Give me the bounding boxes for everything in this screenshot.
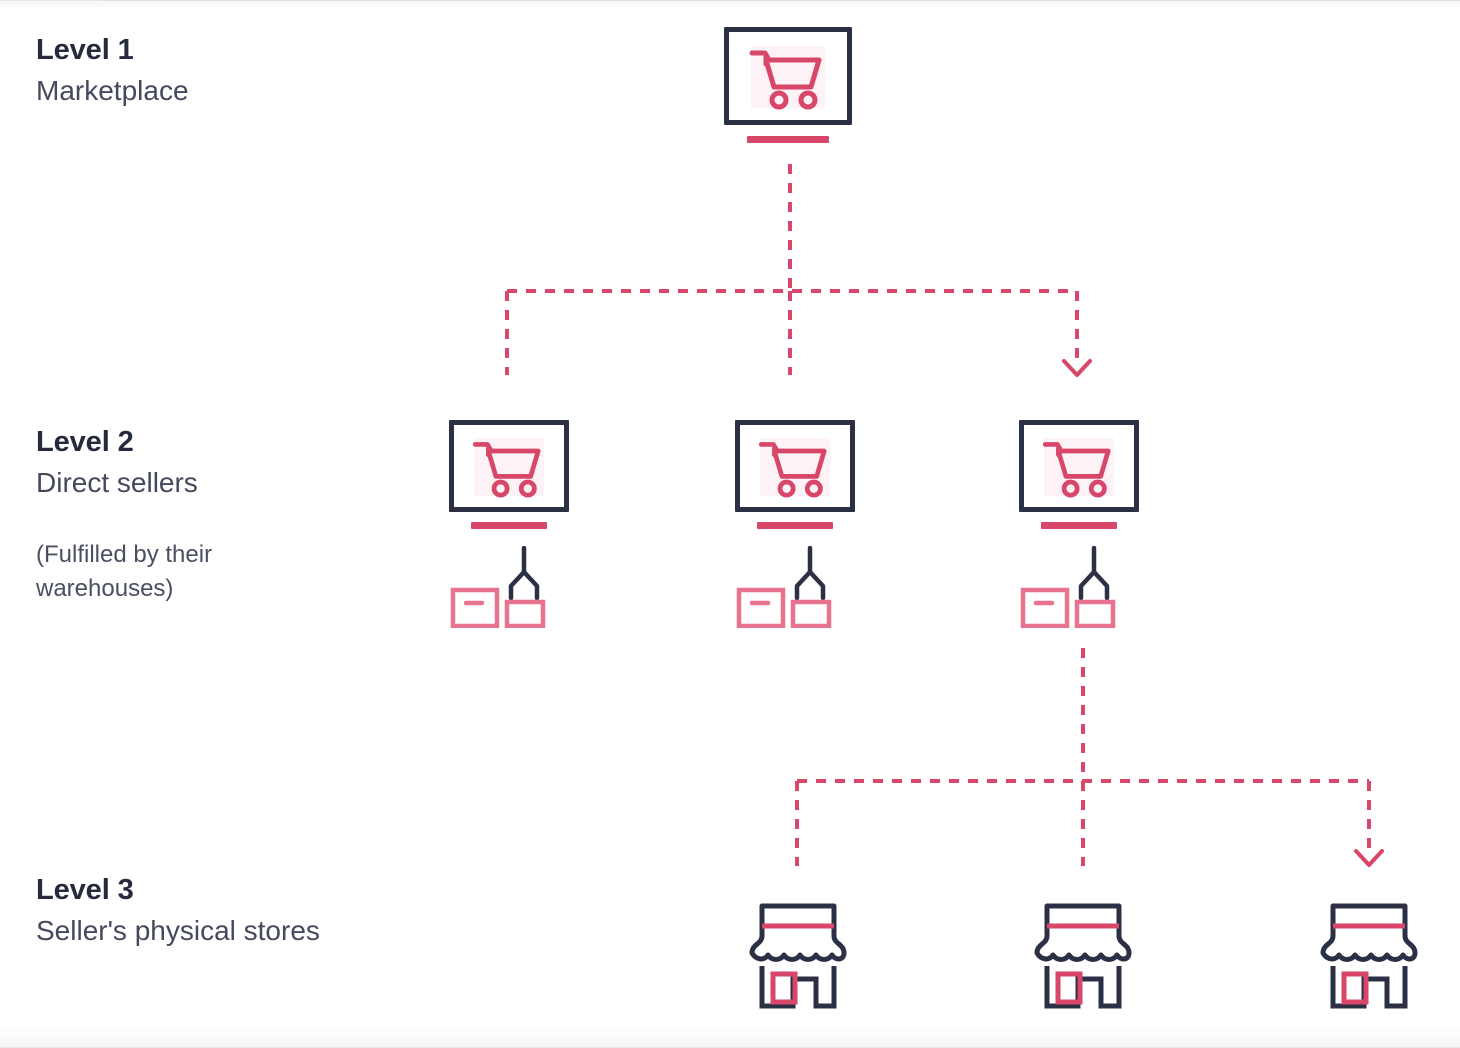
node-direct-seller-3[interactable] (1019, 420, 1139, 628)
level-1-title: Level 1 (36, 34, 134, 66)
level-1-subtitle: Marketplace (36, 75, 189, 107)
warehouse-claw-icon (508, 546, 540, 601)
store-awning-icon (1034, 903, 1132, 962)
store-window-icon (1341, 971, 1369, 1005)
store-awning-icon (1320, 903, 1418, 962)
warehouse-box-small-icon (504, 599, 546, 628)
level-3-title: Level 3 (36, 874, 134, 906)
level-2-subtitle: Direct sellers (36, 467, 198, 499)
warehouse-box-small-icon (790, 599, 832, 628)
store-awning-icon (749, 903, 847, 962)
warehouse-group (449, 546, 569, 628)
store-body-icon (1330, 966, 1408, 1009)
monitor-icon (735, 420, 855, 529)
page-bottom-chrome (0, 1026, 1460, 1048)
monitor-stand-icon (1041, 522, 1117, 529)
level-1-label-block: Level 1 Marketplace (36, 32, 189, 110)
warehouse-icon (450, 546, 546, 628)
storefront-icon (1034, 903, 1132, 1009)
arrow-down-icon-top (1062, 359, 1092, 377)
storefront-icon (749, 903, 847, 1009)
level-3-label-block: Level 3 Seller's physical stores (36, 872, 320, 950)
store-body-icon (1044, 966, 1122, 1009)
warehouse-box-large-icon (450, 587, 500, 628)
level-2-title: Level 2 (36, 426, 134, 458)
warehouse-group (735, 546, 855, 628)
store-window-icon (770, 971, 798, 1005)
level-2-label-block: Level 2 Direct sellers (Fulfilled by the… (36, 424, 286, 606)
shopping-cart-icon (749, 50, 822, 110)
shopping-cart-icon (758, 442, 827, 498)
monitor-screen (1019, 420, 1139, 512)
storefront-icon (1320, 903, 1418, 1009)
monitor-stand-icon (747, 136, 829, 143)
monitor-stand-icon (757, 522, 833, 529)
level-2-note: (Fulfilled by their warehouses) (36, 540, 213, 602)
node-marketplace[interactable] (724, 27, 852, 143)
warehouse-box-small-icon (1074, 599, 1116, 628)
store-body-icon (759, 966, 837, 1009)
warehouse-icon (736, 546, 832, 628)
warehouse-icon (1020, 546, 1116, 628)
warehouse-group (1019, 546, 1139, 628)
node-physical-store-3[interactable] (1311, 900, 1427, 1012)
warehouse-box-large-icon (736, 587, 786, 628)
monitor-icon (1019, 420, 1139, 529)
monitor-screen (449, 420, 569, 512)
monitor-screen (735, 420, 855, 512)
warehouse-claw-icon (1078, 546, 1110, 601)
node-direct-seller-1[interactable] (449, 420, 569, 628)
shopping-cart-icon (1042, 442, 1111, 498)
monitor-icon (449, 420, 569, 529)
monitor-stand-icon (471, 522, 547, 529)
node-direct-seller-2[interactable] (735, 420, 855, 628)
node-physical-store-2[interactable] (1025, 900, 1141, 1012)
monitor-screen (724, 27, 852, 125)
page-top-chrome (0, 0, 1460, 9)
monitor-icon (724, 27, 852, 143)
warehouse-claw-icon (794, 546, 826, 601)
level-3-subtitle: Seller's physical stores (36, 915, 320, 947)
node-physical-store-1[interactable] (740, 900, 856, 1012)
shopping-cart-icon (472, 442, 541, 498)
store-window-icon (1055, 971, 1083, 1005)
warehouse-box-large-icon (1020, 587, 1070, 628)
arrow-down-icon-bottom (1354, 849, 1384, 867)
